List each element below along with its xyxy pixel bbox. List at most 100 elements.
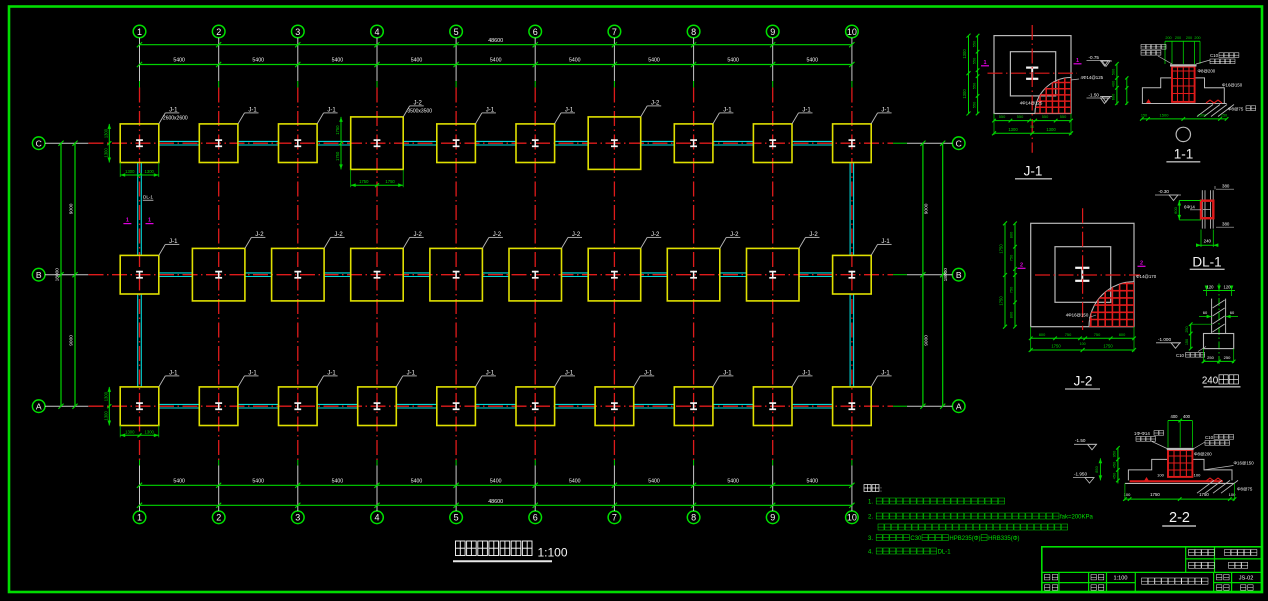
svg-text:60: 60	[1230, 310, 1235, 315]
svg-text:Φ8@200: Φ8@200	[1194, 451, 1212, 456]
svg-text:9000: 9000	[923, 203, 929, 214]
svg-text:J-1: J-1	[486, 370, 495, 376]
svg-text:DL-1: DL-1	[938, 549, 952, 555]
svg-text:4: 4	[374, 27, 379, 37]
svg-text:100: 100	[1194, 473, 1201, 478]
svg-text:600: 600	[1173, 206, 1178, 213]
svg-text:J-1: J-1	[1024, 164, 1043, 179]
svg-text:5400: 5400	[490, 58, 502, 64]
svg-text:150: 150	[1185, 339, 1189, 345]
svg-text:1500: 1500	[1160, 112, 1170, 117]
svg-text:J-1: J-1	[723, 107, 732, 113]
svg-text:9: 9	[770, 513, 775, 523]
svg-text:550: 550	[1042, 114, 1049, 119]
svg-text:J-1: J-1	[644, 370, 653, 376]
svg-text:fak=200KPa: fak=200KPa	[1060, 514, 1094, 520]
svg-text:Φ14@170: Φ14@170	[1136, 274, 1157, 279]
svg-text:2600x2600: 2600x2600	[163, 115, 188, 121]
svg-text:J-2: J-2	[414, 100, 423, 106]
svg-text:1:100: 1:100	[1114, 576, 1128, 582]
svg-text:J-1: J-1	[327, 370, 336, 376]
svg-text:C10: C10	[1176, 353, 1184, 358]
svg-text:6: 6	[533, 513, 538, 523]
svg-text:750: 750	[1009, 254, 1014, 261]
svg-text:1: 1	[148, 218, 151, 224]
svg-text:5400: 5400	[569, 58, 581, 64]
svg-text:1: 1	[983, 60, 986, 66]
svg-text:-1.950: -1.950	[1074, 471, 1087, 476]
svg-text:7: 7	[612, 513, 617, 523]
svg-text:HPB235(Φ): HPB235(Φ)	[949, 536, 980, 542]
svg-text:800: 800	[1119, 332, 1126, 337]
svg-text:Φ8@200: Φ8@200	[1198, 69, 1216, 74]
svg-text:2: 2	[1020, 263, 1023, 269]
svg-text:2.: 2.	[868, 514, 873, 520]
svg-text:1300: 1300	[103, 147, 108, 157]
svg-text:2: 2	[1140, 261, 1143, 267]
svg-text:-1.50: -1.50	[1089, 93, 1100, 98]
svg-text:7: 7	[612, 27, 617, 37]
svg-text:-0.30: -0.30	[1159, 189, 1170, 194]
svg-text:J-2: J-2	[730, 232, 739, 238]
svg-text:J-2: J-2	[1074, 374, 1093, 389]
svg-text:5400: 5400	[411, 478, 423, 484]
svg-text:1300: 1300	[103, 410, 108, 420]
svg-text:18000: 18000	[943, 268, 949, 282]
svg-text:9000: 9000	[69, 203, 75, 214]
svg-text:Φ16@150: Φ16@150	[1222, 83, 1243, 88]
svg-text:5400: 5400	[173, 478, 185, 484]
svg-text:800: 800	[1009, 311, 1014, 318]
svg-text:950: 950	[1111, 450, 1116, 457]
svg-text:DL-1: DL-1	[1192, 255, 1221, 270]
svg-text:450: 450	[1111, 461, 1116, 468]
svg-text:C10: C10	[1205, 435, 1214, 440]
svg-text:-0.75: -0.75	[1089, 55, 1100, 60]
svg-text:1750: 1750	[1150, 492, 1160, 497]
svg-text:5: 5	[454, 27, 459, 37]
svg-text:100: 100	[1080, 342, 1086, 346]
svg-text:1750: 1750	[359, 179, 369, 184]
svg-text:550: 550	[1060, 114, 1067, 119]
svg-text:5400: 5400	[648, 58, 660, 64]
svg-text:800: 800	[1039, 332, 1046, 337]
svg-text:550: 550	[972, 40, 977, 47]
svg-text:6: 6	[533, 27, 538, 37]
svg-text::: :	[880, 486, 882, 493]
svg-text:J-2: J-2	[414, 232, 423, 238]
svg-text:5400: 5400	[411, 58, 423, 64]
svg-text:18000: 18000	[55, 268, 61, 282]
svg-text:10: 10	[847, 27, 857, 37]
svg-text:200: 200	[1165, 36, 1171, 40]
svg-text:C30: C30	[910, 536, 922, 542]
svg-text:48600: 48600	[488, 38, 503, 44]
svg-text:550: 550	[1017, 114, 1024, 119]
svg-text:3500x3500: 3500x3500	[407, 108, 432, 114]
svg-text:DL-1: DL-1	[143, 195, 153, 200]
svg-text:10: 10	[847, 513, 857, 523]
svg-text:5: 5	[454, 513, 459, 523]
svg-text:J-1: J-1	[169, 239, 178, 245]
svg-text:4: 4	[374, 513, 379, 523]
svg-text:J-1: J-1	[248, 107, 257, 113]
svg-text:5400: 5400	[173, 58, 185, 64]
svg-text:J-1: J-1	[565, 107, 574, 113]
svg-text:5400: 5400	[569, 478, 581, 484]
svg-text:50: 50	[1030, 125, 1034, 129]
svg-text:60: 60	[1203, 310, 1208, 315]
svg-text:J-2: J-2	[651, 232, 660, 238]
svg-text:750: 750	[1065, 332, 1072, 337]
svg-text:600: 600	[1111, 93, 1116, 100]
svg-text:3: 3	[295, 27, 300, 37]
svg-text:1300: 1300	[145, 429, 155, 434]
svg-text:1750: 1750	[335, 125, 340, 135]
svg-text:1:100: 1:100	[538, 545, 568, 559]
svg-text:450: 450	[1111, 472, 1116, 479]
svg-text:100: 100	[1124, 492, 1131, 497]
svg-text:240: 240	[1202, 376, 1219, 387]
svg-text:1750: 1750	[385, 179, 395, 184]
svg-text:C10: C10	[1210, 53, 1219, 58]
svg-text:550: 550	[972, 82, 977, 89]
svg-text:J-1: J-1	[802, 370, 811, 376]
svg-text:1Φ-Φ14: 1Φ-Φ14	[1134, 431, 1150, 436]
svg-text:J-1: J-1	[248, 370, 257, 376]
